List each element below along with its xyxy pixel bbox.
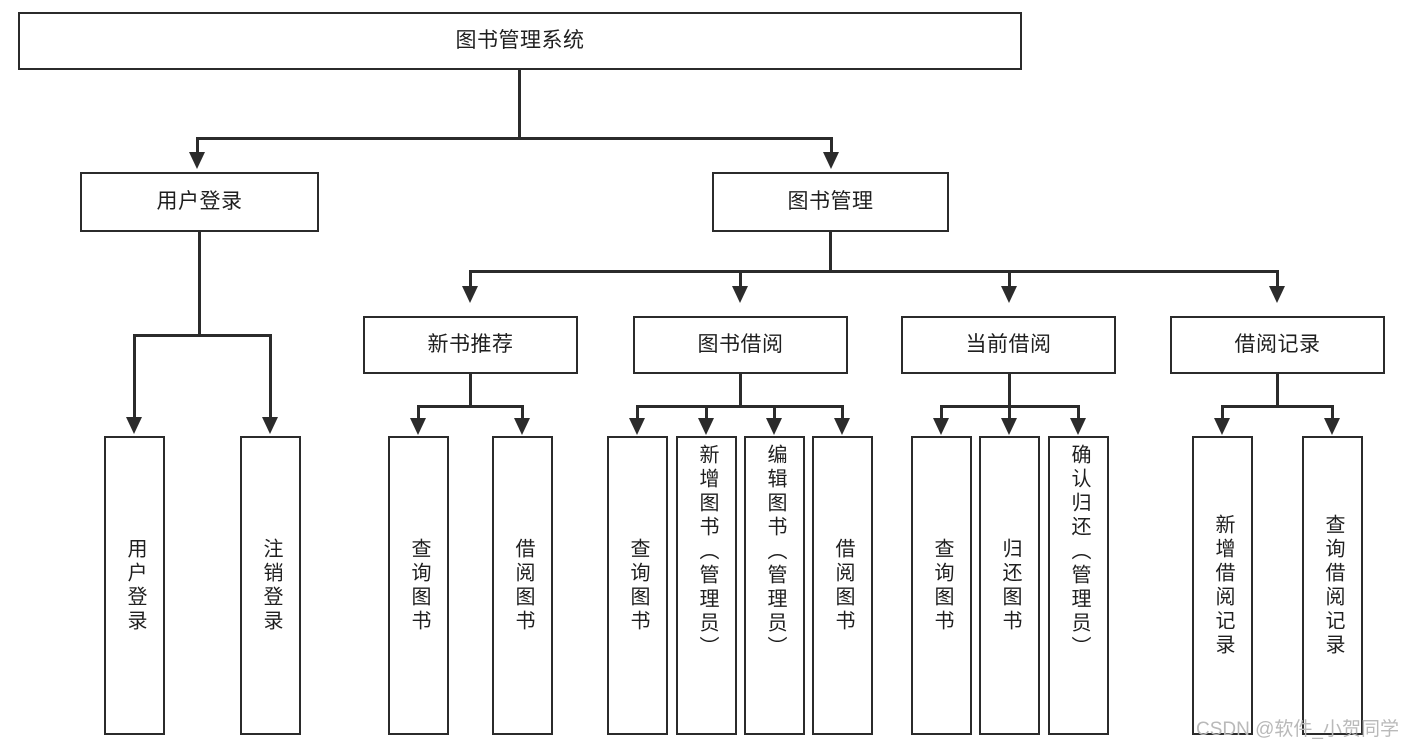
node-user-login[interactable]: 用户登录 (80, 172, 319, 232)
leaf-edit-book-admin[interactable]: 编辑图书（管理员） (744, 436, 805, 735)
arrowhead-leaf-confirm-return (1070, 418, 1086, 435)
node-label: 新增借阅记录 (1212, 513, 1234, 658)
arrowhead-leaf-borrow-book-1 (514, 418, 530, 435)
arrowhead-to-user-login (189, 152, 205, 169)
connector-user-login-stem (198, 232, 201, 335)
node-label: 借阅记录 (1234, 333, 1321, 357)
node-label: 借阅图书 (832, 537, 854, 634)
connector-to-book-borrow (739, 270, 742, 288)
connector-new-book-drop-1 (417, 405, 420, 420)
leaf-add-book-admin[interactable]: 新增图书（管理员） (676, 436, 737, 735)
connector-borrow-record-drop-1 (1221, 405, 1224, 420)
node-label: 当前借阅 (965, 333, 1052, 357)
node-current-borrow[interactable]: 当前借阅 (901, 316, 1116, 374)
leaf-logout[interactable]: 注销登录 (240, 436, 301, 735)
node-label: 查询图书 (627, 537, 649, 634)
connector-root-stem (518, 70, 521, 138)
arrowhead-to-current-borrow (1001, 286, 1017, 303)
leaf-borrow-book[interactable]: 借阅图书 (812, 436, 873, 735)
node-root-system[interactable]: 图书管理系统 (18, 12, 1022, 70)
leaf-query-book-recommend[interactable]: 查询图书 (388, 436, 449, 735)
arrowhead-leaf-add-book (698, 418, 714, 435)
connector-book-manage-bar (469, 270, 1279, 273)
node-label: 借阅图书 (512, 537, 534, 634)
arrowhead-leaf-return-book (1001, 418, 1017, 435)
node-borrow-record[interactable]: 借阅记录 (1170, 316, 1385, 374)
node-book-borrow[interactable]: 图书借阅 (633, 316, 848, 374)
node-label: 确认归还（管理员） (1068, 444, 1090, 660)
node-label: 用户登录 (156, 190, 243, 214)
leaf-return-book[interactable]: 归还图书 (979, 436, 1040, 735)
connector-book-manage-stem (829, 232, 832, 272)
connector-new-book-drop-2 (521, 405, 524, 420)
arrowhead-leaf-add-record (1214, 418, 1230, 435)
node-label: 编辑图书（管理员） (764, 444, 786, 660)
connector-book-borrow-stem (739, 374, 742, 406)
node-label: 图书管理系统 (455, 29, 585, 53)
connector-current-borrow-drop-3 (1077, 405, 1080, 420)
node-label: 用户登录 (124, 537, 146, 634)
connector-to-borrow-record (1276, 270, 1279, 288)
arrowhead-leaf-edit-book (766, 418, 782, 435)
leaf-query-book-current[interactable]: 查询图书 (911, 436, 972, 735)
arrowhead-leaf-query-record (1324, 418, 1340, 435)
arrowhead-leaf-logout (262, 417, 278, 434)
connector-user-login-drop-1 (133, 334, 136, 419)
leaf-user-login[interactable]: 用户登录 (104, 436, 165, 735)
arrowhead-leaf-query-book-2 (629, 418, 645, 435)
node-label: 查询图书 (931, 537, 953, 634)
leaf-add-borrow-record[interactable]: 新增借阅记录 (1192, 436, 1253, 735)
leaf-borrow-book-recommend[interactable]: 借阅图书 (492, 436, 553, 735)
connector-root-bar (196, 137, 833, 140)
arrowhead-leaf-query-book-1 (410, 418, 426, 435)
node-new-book-recommend[interactable]: 新书推荐 (363, 316, 578, 374)
arrowhead-to-new-book (462, 286, 478, 303)
node-label: 查询借阅记录 (1322, 513, 1344, 658)
connector-borrow-record-stem (1276, 374, 1279, 406)
connector-new-book-bar (417, 405, 524, 408)
leaf-query-book-borrow[interactable]: 查询图书 (607, 436, 668, 735)
connector-book-borrow-drop-3 (773, 405, 776, 420)
arrowhead-to-book-manage (823, 152, 839, 169)
connector-root-to-book-manage (830, 137, 833, 155)
node-label: 查询图书 (408, 537, 430, 634)
node-label: 归还图书 (999, 537, 1021, 634)
connector-root-to-user-login (196, 137, 199, 155)
connector-current-borrow-drop-2 (1008, 405, 1011, 420)
connector-borrow-record-bar (1221, 405, 1334, 408)
arrowhead-to-book-borrow (732, 286, 748, 303)
connector-user-login-bar (133, 334, 272, 337)
connector-user-login-drop-2 (269, 334, 272, 419)
node-label: 图书借阅 (697, 333, 784, 357)
arrowhead-leaf-borrow-book-2 (834, 418, 850, 435)
node-label: 注销登录 (260, 537, 282, 634)
node-label: 新增图书（管理员） (696, 444, 718, 660)
connector-to-current-borrow (1008, 270, 1011, 288)
connector-current-borrow-stem (1008, 374, 1011, 406)
node-label: 图书管理 (787, 190, 874, 214)
leaf-query-borrow-record[interactable]: 查询借阅记录 (1302, 436, 1363, 735)
connector-current-borrow-drop-1 (940, 405, 943, 420)
connector-book-borrow-drop-2 (705, 405, 708, 420)
arrowhead-to-borrow-record (1269, 286, 1285, 303)
connector-new-book-stem (469, 374, 472, 406)
arrowhead-leaf-query-book-3 (933, 418, 949, 435)
arrowhead-leaf-user-login (126, 417, 142, 434)
node-book-management[interactable]: 图书管理 (712, 172, 949, 232)
connector-to-new-book (469, 270, 472, 288)
connector-book-borrow-drop-4 (841, 405, 844, 420)
leaf-confirm-return-admin[interactable]: 确认归还（管理员） (1048, 436, 1109, 735)
connector-borrow-record-drop-2 (1331, 405, 1334, 420)
node-label: 新书推荐 (427, 333, 514, 357)
connector-book-borrow-drop-1 (636, 405, 639, 420)
connector-book-borrow-bar (636, 405, 844, 408)
